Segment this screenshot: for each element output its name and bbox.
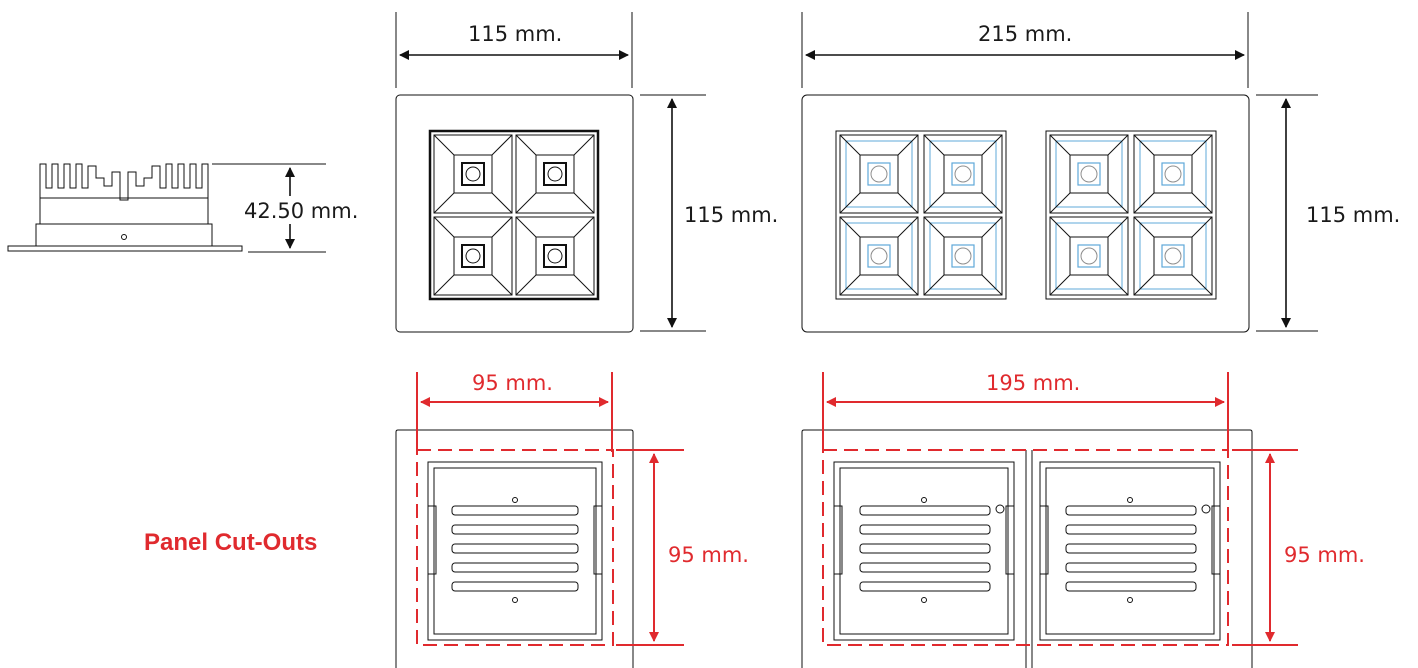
cut-single-width-label: 95 mm. [472,371,553,395]
double-height-label: 115 mm. [1306,203,1400,227]
single-height-label: 115 mm. [684,203,778,227]
height-dimension-label: 42.50 mm. [244,199,358,223]
cut-double-height-label: 95 mm. [1284,543,1365,567]
double-front-panel [801,12,1318,333]
side-profile-drawing [7,163,326,253]
single-front-panel [395,12,706,333]
single-cutout-drawing [395,372,684,668]
panel-cutouts-caption: Panel Cut-Outs [144,529,317,556]
cut-single-height-label: 95 mm. [668,543,749,567]
cut-double-width-label: 195 mm. [986,371,1080,395]
single-width-label: 115 mm. [468,22,562,46]
double-width-label: 215 mm. [978,22,1072,46]
double-cutout-drawing [801,372,1298,668]
